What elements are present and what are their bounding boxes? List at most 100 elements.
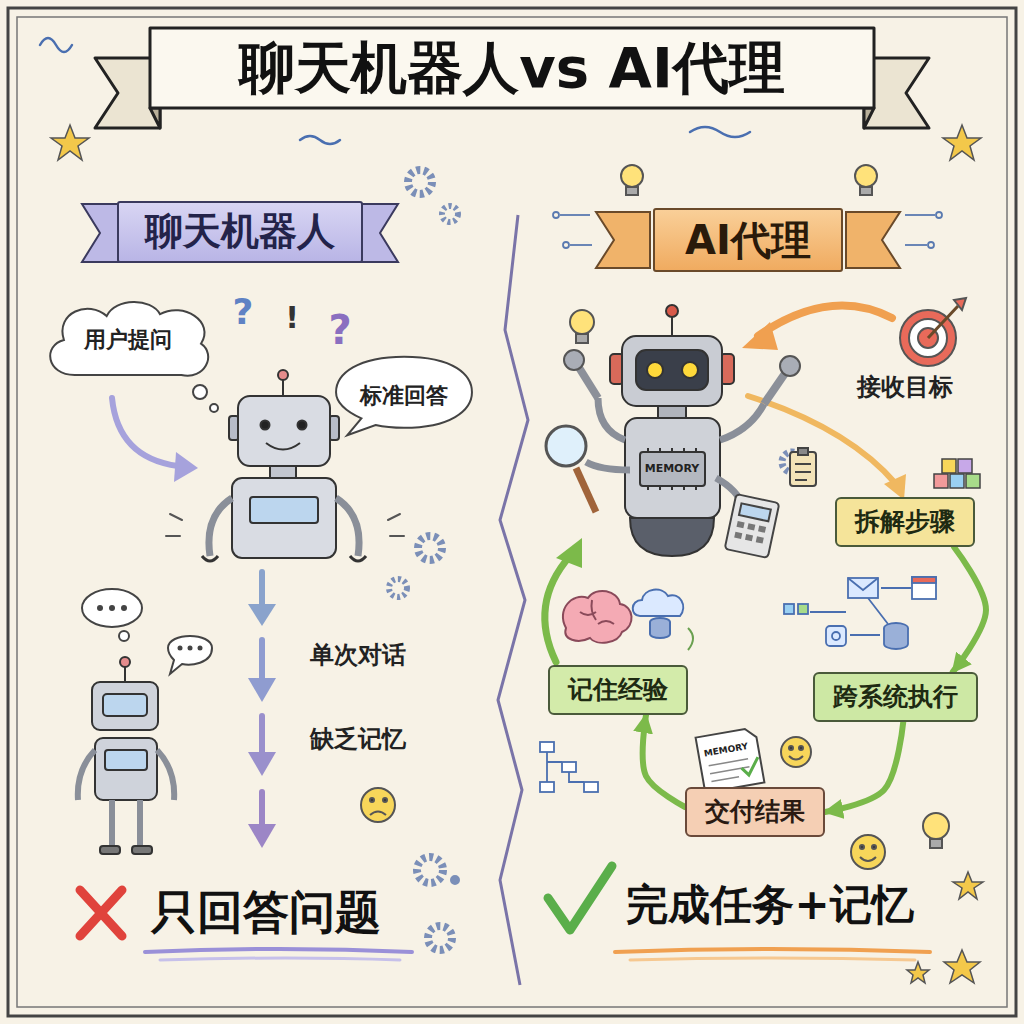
- flowchart-icon: [540, 742, 554, 752]
- check-mark: [548, 866, 612, 930]
- gear-icon: [428, 926, 452, 950]
- decor-squiggle: [300, 136, 340, 144]
- network-icons: [832, 632, 840, 640]
- down-arrow: [259, 716, 265, 756]
- step-note: 接收目标: [857, 374, 953, 402]
- circuit-lines: [905, 214, 935, 216]
- calculator-icon: [747, 523, 755, 530]
- cloud-database-icon: [688, 628, 693, 650]
- circuit-lines: [570, 244, 592, 246]
- down-arrow: [248, 752, 276, 776]
- sad-face: [370, 812, 386, 816]
- gear-icon: [389, 579, 407, 597]
- small-robot: [132, 846, 152, 854]
- goal-arrow: [742, 322, 778, 350]
- network-icons: [848, 578, 878, 590]
- agent-robot: [630, 518, 714, 556]
- network-icons: [884, 628, 908, 649]
- verdict-text: 完成任务+记忆: [626, 881, 913, 929]
- banner-tail-right: [596, 212, 650, 268]
- node-text: AI代理: [685, 216, 811, 264]
- flowchart-icon: [540, 782, 554, 792]
- banner-tail-right: [846, 212, 900, 268]
- chatbot-robot: [209, 498, 232, 556]
- cross-mark: [80, 890, 122, 936]
- smile-face: [860, 857, 876, 861]
- cloud-tail: [193, 385, 218, 412]
- decor-squiggle: [40, 38, 72, 52]
- bubble-dots: [121, 605, 127, 611]
- question-mark: ?: [233, 291, 254, 332]
- down-arrow: [248, 678, 276, 702]
- network-icons: [798, 604, 808, 614]
- light-bulb: [576, 334, 588, 343]
- bubble-dots: [188, 646, 193, 651]
- small-robot: [105, 750, 147, 770]
- agent-robot: [720, 404, 764, 440]
- light-bulb: [621, 165, 643, 187]
- calculator-icon: [758, 525, 766, 532]
- smile-face: [789, 746, 793, 750]
- cross-mark: [80, 890, 122, 936]
- step-box: 记住经验: [548, 665, 688, 715]
- smile-face: [781, 737, 811, 767]
- small-robot: [78, 750, 95, 800]
- underline-stroke: [145, 949, 412, 952]
- motion-marks: [166, 514, 404, 536]
- node-text: 记住经验: [568, 675, 668, 705]
- smile-face: [789, 756, 803, 760]
- agent-robot: [625, 418, 720, 518]
- underline-stroke: [160, 958, 400, 960]
- small-robot: [103, 694, 147, 716]
- agent-robot: [658, 406, 686, 418]
- down-arrow: [259, 572, 265, 608]
- title-ribbon: [150, 28, 874, 108]
- check-mark: [548, 866, 612, 930]
- agent-robot: [622, 336, 722, 406]
- small-robot: [124, 666, 126, 682]
- goal-arrow: [758, 306, 892, 336]
- agent-robot: [598, 398, 625, 440]
- clipboard-icon: [798, 448, 808, 455]
- underline-stroke: [630, 958, 915, 960]
- step-note: 缺乏记忆: [310, 726, 406, 754]
- small-robot: [92, 682, 158, 730]
- brain-icon: [563, 591, 632, 643]
- sad-face: [361, 788, 395, 822]
- magnifier-icon: [546, 426, 586, 466]
- chatbot-robot: [238, 396, 330, 466]
- node-text: 跨系统执行: [833, 682, 958, 712]
- blocks-icon: [934, 459, 980, 488]
- motion-marks: [390, 535, 404, 537]
- star: [943, 125, 981, 160]
- flow-arrow: [825, 722, 903, 812]
- blocks-icon: [966, 474, 980, 488]
- calculator-icon: [739, 503, 771, 521]
- chatbot-robot: [266, 443, 300, 450]
- chatbot-robot: [350, 556, 366, 561]
- small-robot: [100, 846, 120, 854]
- clipboard-icon: [790, 448, 816, 486]
- title: 聊天机器人vs AI代理: [239, 37, 785, 99]
- blocks-icon: [950, 474, 964, 488]
- circuit-lines: [553, 212, 559, 218]
- circuit-lines: [936, 212, 942, 218]
- agent-robot: [636, 350, 708, 390]
- title-ribbon: [150, 108, 160, 128]
- cloud-database-icon: [633, 590, 693, 650]
- memory-arrow: [545, 556, 570, 662]
- circuit-lines: [560, 214, 590, 216]
- chatbot-robot: [298, 421, 307, 430]
- calculator-icon: [745, 534, 753, 541]
- chip-label: MEMORY: [645, 463, 700, 476]
- node-text: 用户提问: [84, 327, 172, 353]
- question-arrow: [174, 452, 198, 482]
- circuit-lines: [563, 242, 569, 248]
- light-bulb: [923, 813, 949, 839]
- star: [944, 950, 980, 983]
- memory-document: [696, 727, 765, 793]
- underline-stroke: [145, 949, 930, 960]
- target-icon: [928, 306, 958, 338]
- star: [907, 962, 929, 983]
